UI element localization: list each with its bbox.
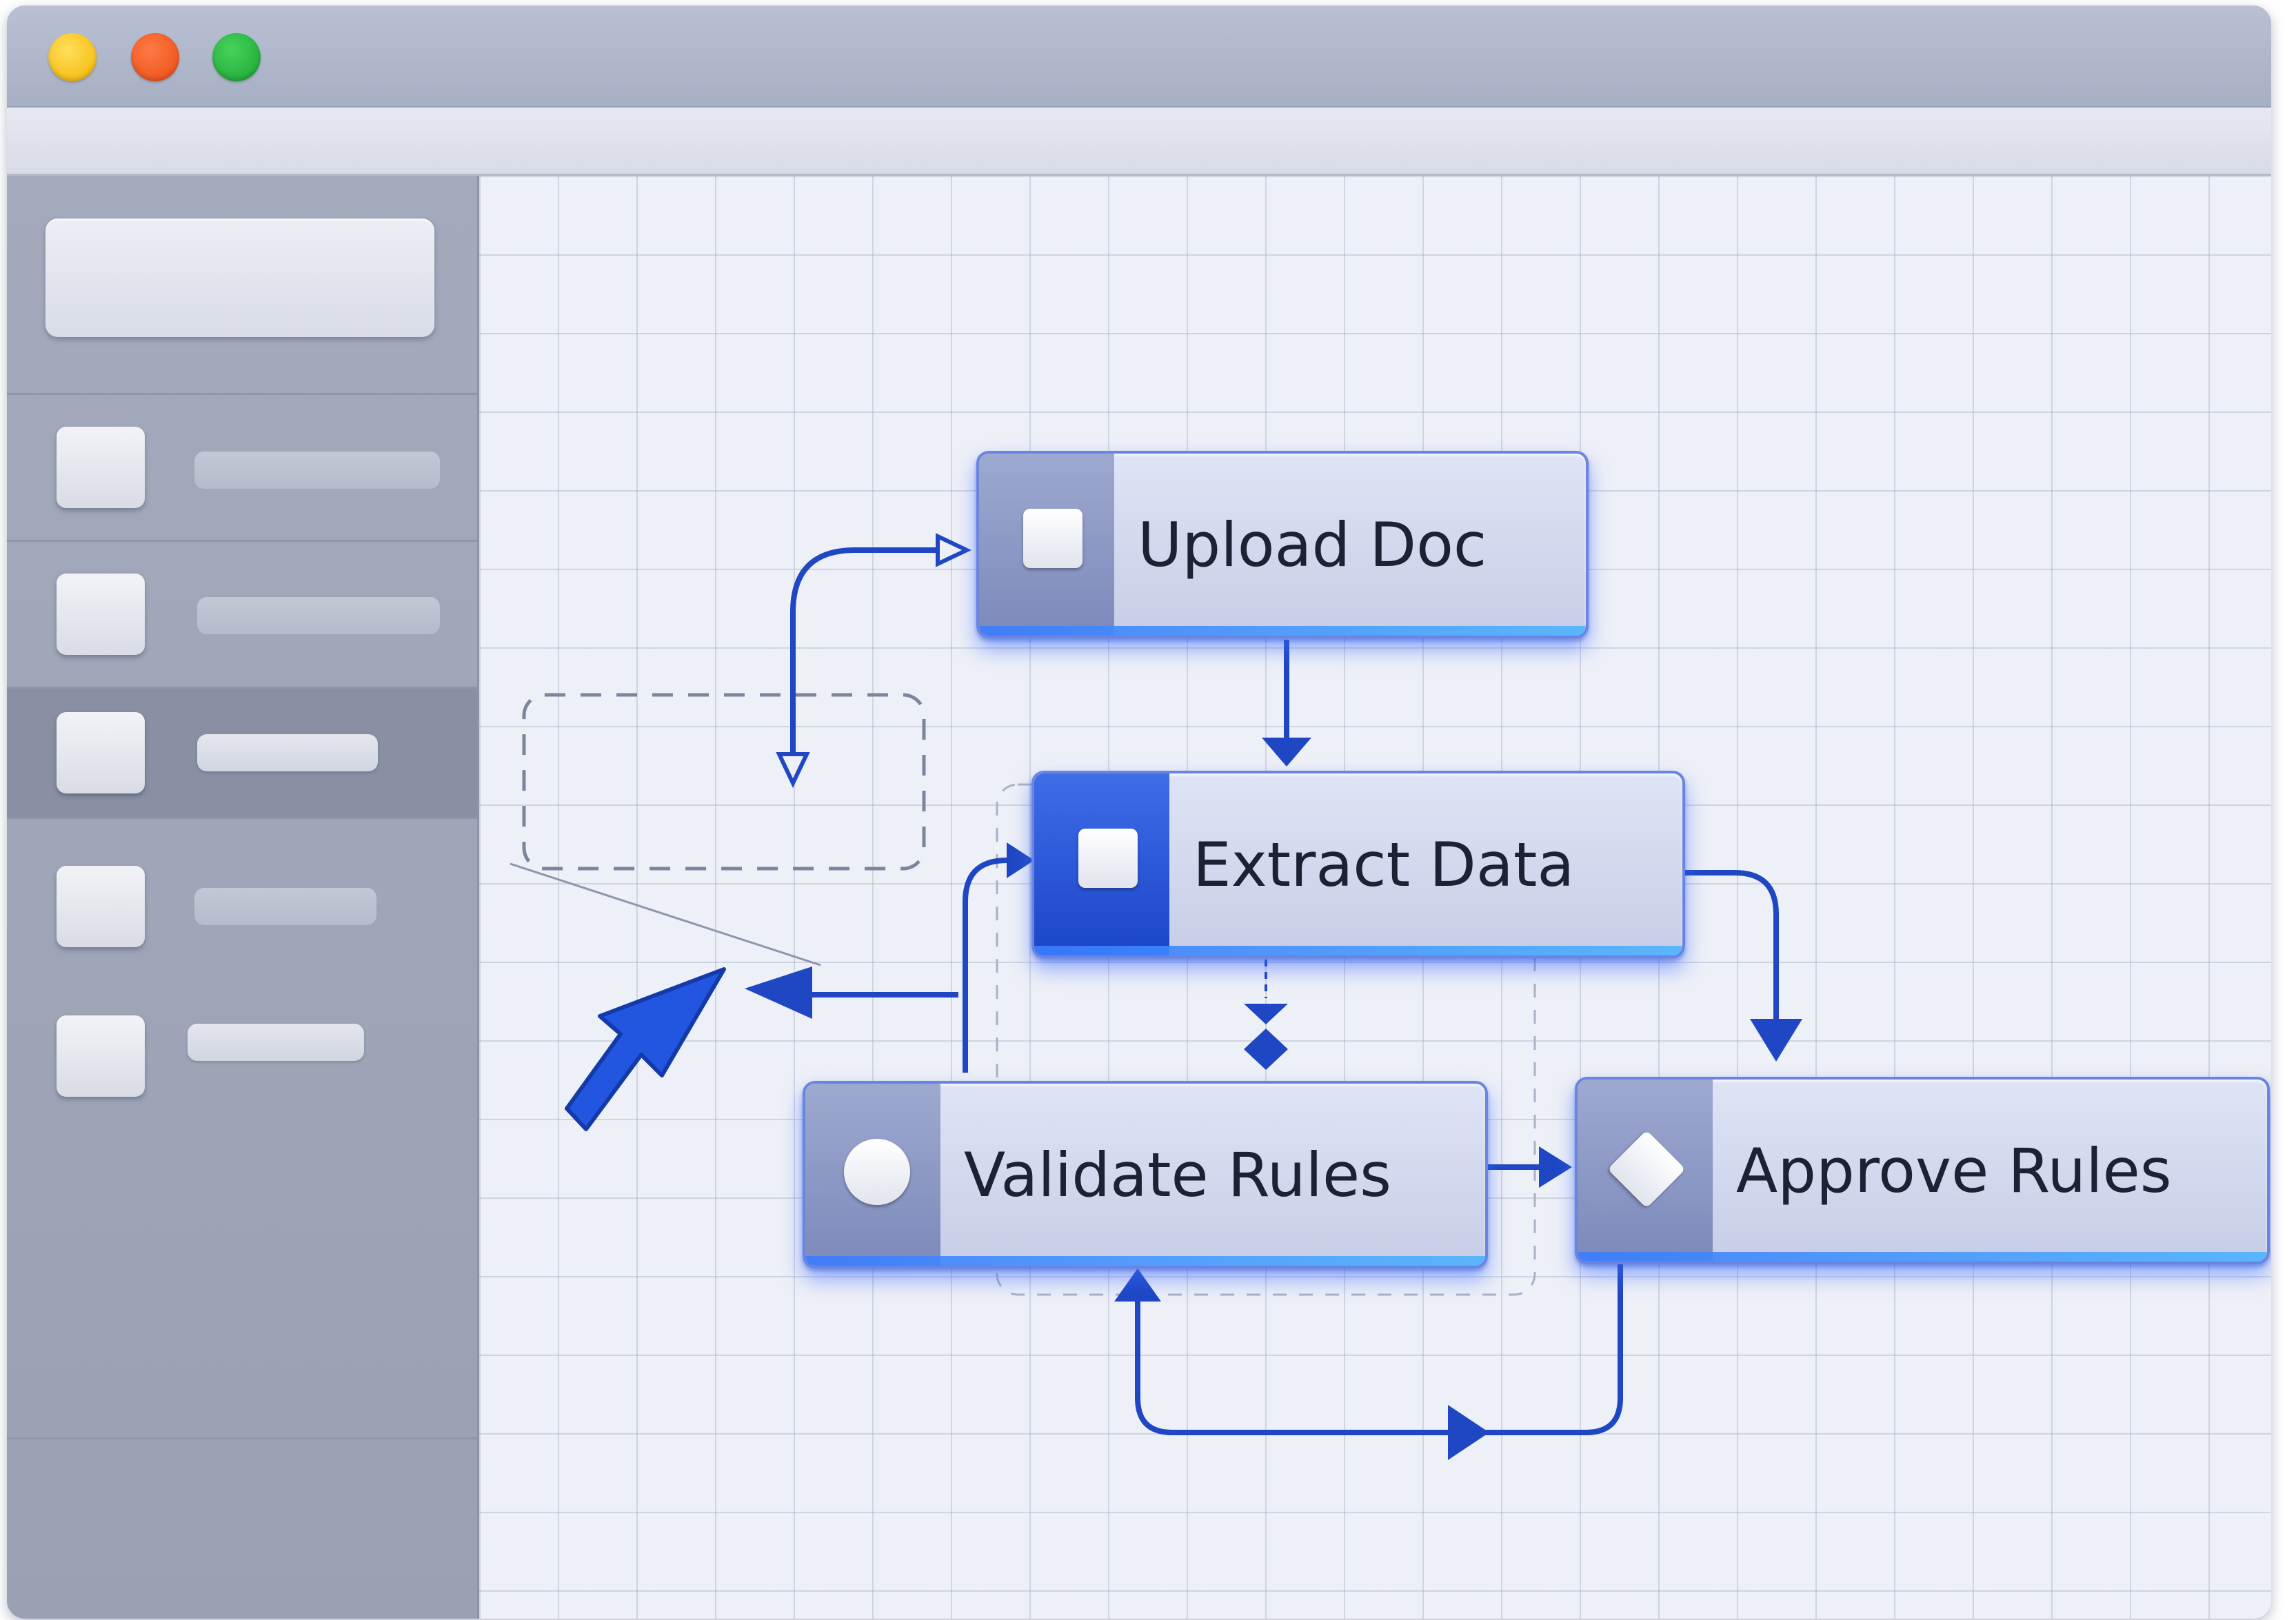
node-glow: [805, 1256, 1485, 1266]
sidebar-item-2[interactable]: [7, 542, 477, 687]
connector-extract-approve: [1677, 870, 1779, 1026]
connector-validate-extract: [963, 858, 1027, 1073]
app-window: Upload Doc Extract Data Validate Rules A…: [7, 6, 2271, 1619]
diamond-marker-icon: [1244, 1029, 1288, 1070]
dashed-selection-box: [522, 693, 926, 871]
arrow-head-icon: [1539, 1146, 1572, 1188]
item-icon: [57, 1015, 145, 1097]
node-glow: [1578, 1252, 2267, 1262]
node-label: Extract Data: [1193, 829, 1575, 900]
arrow-head-outline-icon: [776, 752, 810, 788]
item-icon: [57, 574, 145, 655]
arrow-head-icon: [1007, 842, 1034, 878]
square-icon: [1078, 829, 1138, 888]
arrow-head-icon: [1262, 738, 1311, 767]
item-icon: [57, 427, 145, 508]
diamond-marker-icon: [1244, 1004, 1288, 1024]
node-label: Approve Rules: [1736, 1135, 2172, 1206]
guide-line: [510, 862, 821, 966]
sidebar-divider: [7, 540, 477, 542]
toolbar: [7, 108, 2271, 176]
minimize-button[interactable]: [48, 33, 97, 81]
sidebar: [7, 176, 479, 1619]
arrow-head-icon: [1448, 1405, 1489, 1460]
close-button[interactable]: [131, 33, 179, 81]
title-bar: [7, 6, 2271, 108]
node-upload-doc[interactable]: Upload Doc: [976, 451, 1589, 638]
sidebar-item-4[interactable]: [7, 819, 477, 964]
arrow-head-icon: [745, 966, 812, 1019]
item-icon: [57, 866, 145, 947]
node-validate-rules[interactable]: Validate Rules: [803, 1081, 1488, 1268]
sidebar-divider: [7, 687, 477, 689]
connectors-layer: [510, 533, 1802, 1460]
sidebar-item-label: [194, 452, 440, 489]
connector-loop-upload: [790, 547, 958, 772]
node-approve-rules[interactable]: Approve Rules: [1575, 1077, 2270, 1264]
node-glow: [979, 626, 1586, 636]
sidebar-item-label: [197, 734, 378, 771]
mouse-cursor-icon: [565, 967, 726, 1131]
sidebar-item-label: [194, 888, 376, 925]
sidebar-item-label: [188, 1024, 364, 1061]
square-icon: [1023, 509, 1082, 568]
arrow-head-icon: [1750, 1019, 1802, 1062]
arrow-head-icon: [1114, 1268, 1161, 1302]
sidebar-divider: [7, 393, 477, 395]
sidebar-divider: [7, 1437, 477, 1439]
connector-bottom-loop: [1135, 1260, 1623, 1435]
maximize-button[interactable]: [212, 33, 261, 81]
item-icon: [57, 712, 145, 793]
sidebar-item-5[interactable]: [7, 967, 477, 1112]
sidebar-item-label: [197, 597, 440, 634]
circle-icon: [844, 1139, 910, 1205]
node-glow: [1034, 946, 1682, 955]
sidebar-primary-button[interactable]: [46, 219, 434, 337]
sidebar-item-3[interactable]: [7, 689, 477, 817]
sidebar-item-1[interactable]: [7, 395, 477, 540]
node-label: Upload Doc: [1138, 509, 1487, 580]
sidebar-divider: [7, 817, 477, 819]
node-extract-data[interactable]: Extract Data: [1031, 771, 1685, 958]
node-label: Validate Rules: [964, 1139, 1391, 1211]
arrow-head-outline-icon: [936, 533, 971, 567]
